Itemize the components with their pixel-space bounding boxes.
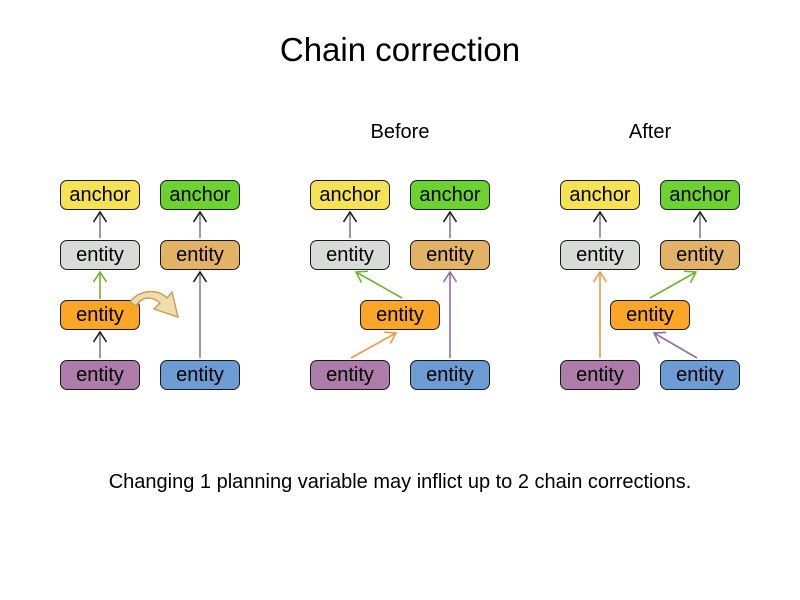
move-entity-tan: entity — [160, 240, 240, 270]
after-entity-gray: entity — [560, 240, 640, 270]
after-arrow-orange-to-tan — [649, 272, 696, 299]
before-entity-orange: entity — [360, 300, 440, 330]
before-anchor-yellow: anchor — [310, 180, 390, 210]
group-label-after: After — [628, 121, 672, 143]
before-arrow-purple-to-orange — [350, 333, 396, 359]
before-anchor-green: anchor — [410, 180, 490, 210]
after-anchor-green: anchor — [660, 180, 740, 210]
move-entity-purple: entity — [60, 360, 140, 390]
before-entity-blue: entity — [410, 360, 490, 390]
after-entity-purple: entity — [560, 360, 640, 390]
move-anchor-green: anchor — [160, 180, 240, 210]
after-arrow-blue-to-orange — [654, 333, 698, 359]
page-title: Chain correction — [279, 31, 521, 68]
after-entity-tan: entity — [660, 240, 740, 270]
move-entity-blue: entity — [160, 360, 240, 390]
before-entity-tan: entity — [410, 240, 490, 270]
after-entity-blue: entity — [660, 360, 740, 390]
before-entity-gray: entity — [310, 240, 390, 270]
move-entity-gray: entity — [60, 240, 140, 270]
before-arrow-orange-to-gray — [356, 272, 403, 299]
caption-text: Changing 1 planning variable may inflict… — [108, 471, 692, 493]
before-entity-purple: entity — [310, 360, 390, 390]
after-entity-orange: entity — [610, 300, 690, 330]
move-anchor-yellow: anchor — [60, 180, 140, 210]
after-anchor-yellow: anchor — [560, 180, 640, 210]
move-entity-orange: entity — [60, 300, 140, 330]
group-label-before: Before — [370, 121, 430, 143]
